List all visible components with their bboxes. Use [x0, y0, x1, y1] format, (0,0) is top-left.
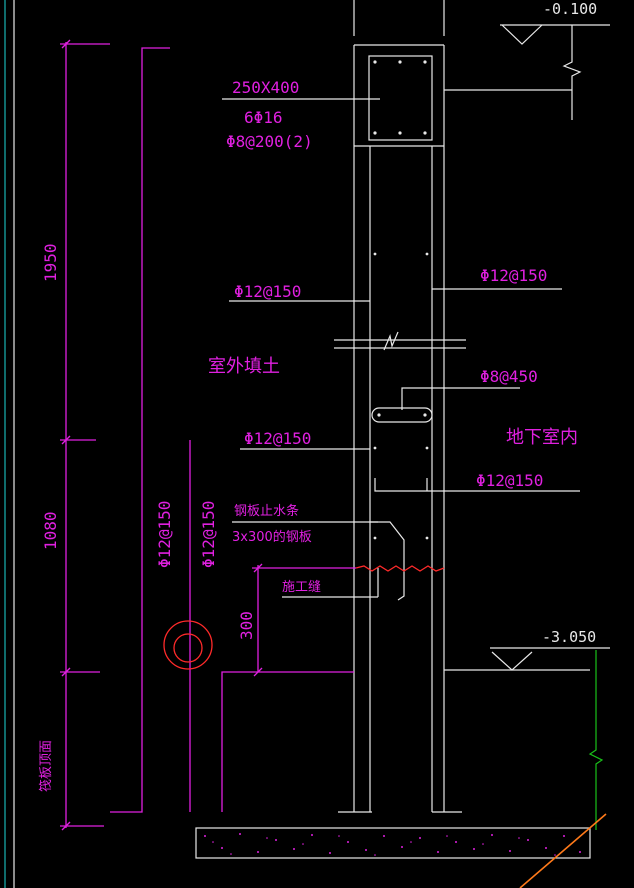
elevation-marker-top: -0.100	[500, 0, 610, 45]
break-line-bottom	[588, 650, 604, 830]
dimension-joint: 300	[237, 611, 256, 640]
elevation-bottom-label: -3.050	[542, 628, 596, 646]
elevation-top-label: -0.100	[543, 0, 597, 18]
inner-lower-rebar-label: Φ12@150	[476, 471, 543, 490]
construction-joint-line	[355, 565, 445, 572]
waterstop-plate	[370, 521, 405, 601]
vertical-rebar-left: Φ12@150	[155, 501, 174, 568]
waterstop-label-1: 钢板止水条	[234, 503, 299, 519]
beam-cage	[368, 55, 433, 141]
dimension-chain	[60, 39, 110, 831]
tie-bar	[371, 387, 520, 423]
outer-upper-rebar-label: Φ12@150	[234, 282, 301, 301]
elevation-marker-bottom: -3.050	[490, 628, 610, 671]
dimension-lower: 1080	[41, 511, 60, 550]
slab-top-line	[221, 671, 354, 812]
waterstop-label-2: 3x300的钢板	[232, 529, 312, 545]
vertical-rebar-right: Φ12@150	[199, 501, 218, 568]
foundation-bed	[195, 827, 591, 859]
foundation-hatch	[204, 833, 581, 856]
leader-inner-lower	[374, 478, 580, 492]
basement-interior-label: 地下室内	[506, 427, 578, 448]
break-line-top	[562, 25, 582, 120]
wall-break	[334, 331, 466, 351]
tie-label: Φ8@450	[480, 367, 538, 386]
outside-fill-label: 室外填土	[208, 356, 280, 377]
joint-dimension	[252, 563, 356, 677]
beam-size-label: 250X400	[232, 78, 299, 97]
beam-stirrups-label: Φ8@200(2)	[226, 132, 313, 151]
inner-upper-rebar-label: Φ12@150	[480, 266, 547, 285]
excavation-line-1	[110, 47, 170, 813]
beam-main-bars-label: 6Φ16	[244, 108, 283, 127]
outer-lower-rebar-label: Φ12@150	[244, 429, 311, 448]
slope-line	[519, 813, 607, 888]
construction-joint-label: 施工缝	[282, 580, 321, 595]
drain-pipe	[163, 620, 213, 670]
dimension-upper: 1950	[41, 243, 60, 282]
foundation-top-label: 筏板顶面	[38, 740, 54, 792]
